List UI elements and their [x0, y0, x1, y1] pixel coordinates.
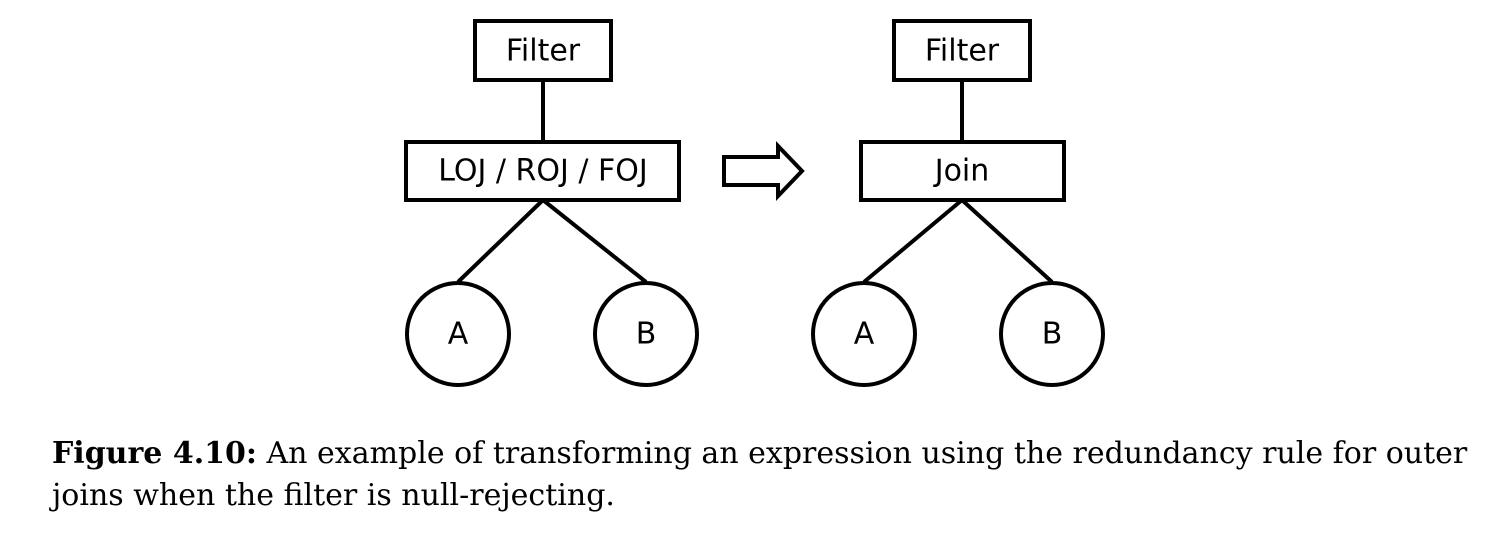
left-filter-node: Filter: [473, 19, 613, 82]
right-leaf-a-label: A: [854, 317, 875, 352]
left-leaf-a: A: [405, 281, 511, 387]
right-filter-label: Filter: [925, 34, 1000, 69]
transformation-diagram: Filter LOJ / ROJ / FOJ A B Filter Join: [404, 19, 1105, 387]
right-join-node: Join: [859, 140, 1066, 202]
right-join-label: Join: [933, 154, 990, 189]
left-leaf-b: B: [593, 281, 699, 387]
right-tree: Filter Join A B: [811, 19, 1105, 387]
transform-arrow-icon: [722, 141, 805, 201]
left-join-label: LOJ / ROJ / FOJ: [438, 154, 648, 189]
left-edge-join-b: [541, 198, 648, 284]
left-leaf-a-label: A: [448, 317, 469, 352]
right-leaf-b: B: [999, 281, 1105, 387]
left-join-node: LOJ / ROJ / FOJ: [404, 140, 681, 202]
caption-text: An example of transforming an expression…: [52, 436, 1468, 513]
left-tree: Filter LOJ / ROJ / FOJ A B: [404, 19, 699, 387]
right-leaf-a: A: [811, 281, 917, 387]
right-leaf-b-label: B: [1042, 317, 1063, 352]
right-filter-node: Filter: [892, 19, 1032, 82]
left-leaf-b-label: B: [636, 317, 657, 352]
left-filter-label: Filter: [506, 34, 581, 69]
right-edge-join-b: [960, 198, 1054, 284]
right-edge-join-a: [862, 198, 964, 284]
left-edge-join-a: [456, 198, 545, 284]
figure-caption: Figure 4.10: An example of transforming …: [52, 433, 1472, 517]
figure-label: Figure 4.10:: [52, 436, 257, 471]
